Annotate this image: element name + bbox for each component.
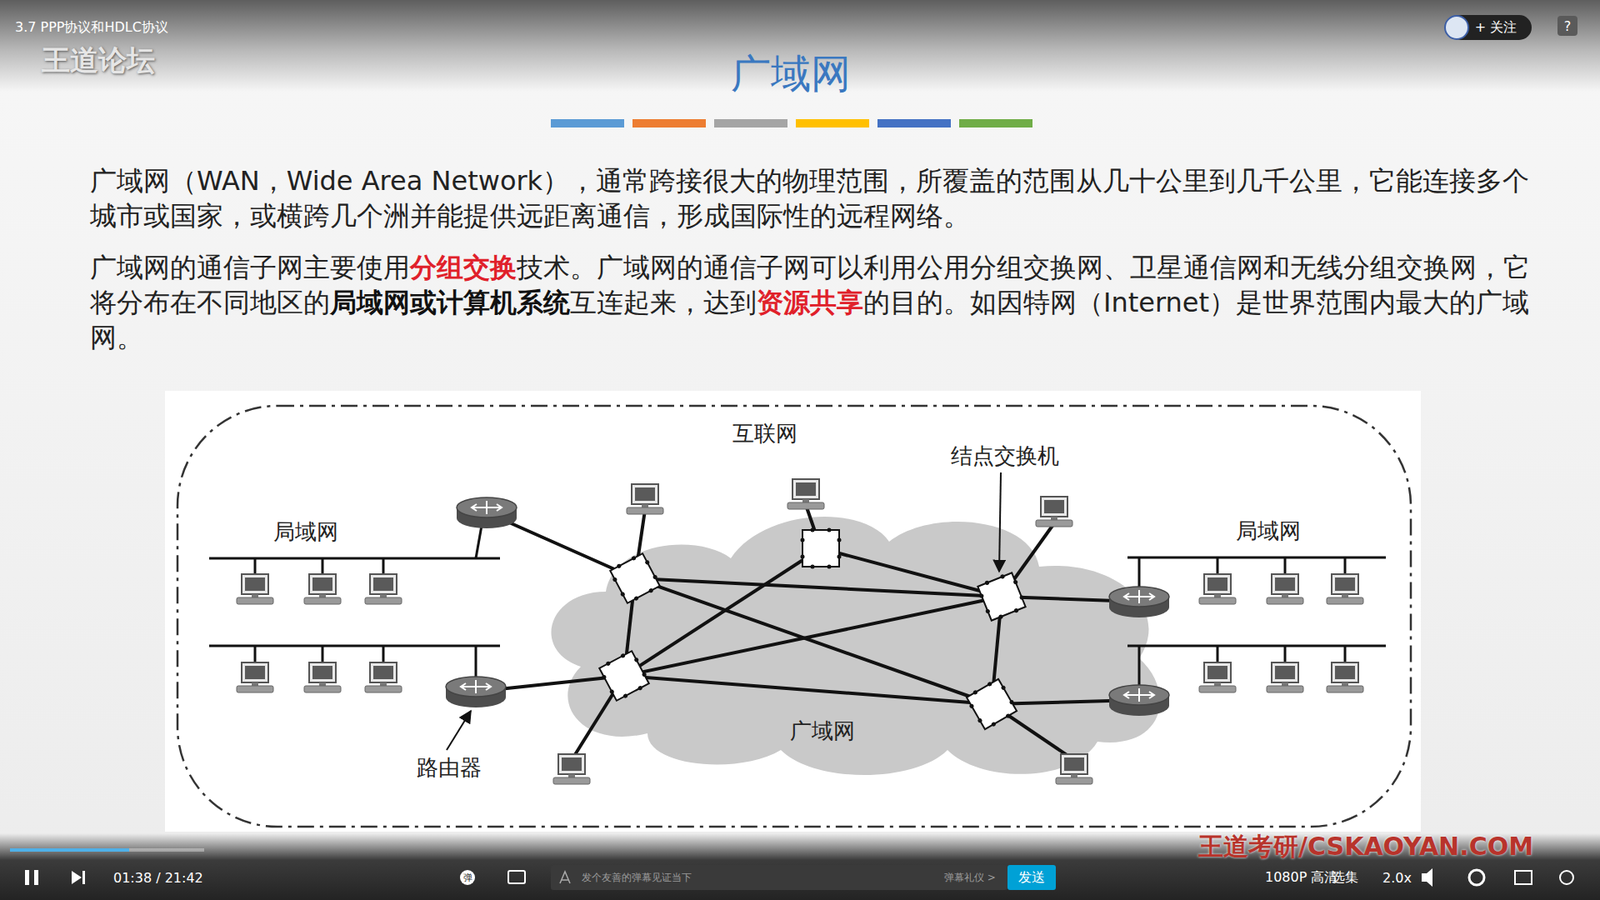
bus bbox=[1127, 556, 1386, 560]
paragraph-text: 广域网的通信子网主要使用 bbox=[90, 251, 410, 284]
computers bbox=[236, 479, 1364, 785]
paragraph: 广域网（WAN，Wide Area Network），通常跨接很大的物理范围，所… bbox=[90, 163, 1532, 234]
bus-drop bbox=[321, 645, 325, 664]
pc-symbol bbox=[1199, 574, 1236, 605]
emphasis-text: 资源共享 bbox=[756, 286, 864, 319]
danmaku-toggle bbox=[460, 870, 475, 885]
help-icon-text: ? bbox=[1564, 18, 1572, 35]
pc-symbol bbox=[626, 484, 664, 515]
input-placeholder: 发个友善的弹幕见证当下 bbox=[581, 870, 692, 885]
router-symbol bbox=[445, 676, 506, 708]
volume-icon bbox=[1421, 868, 1433, 887]
pc-symbol bbox=[553, 754, 590, 785]
watermark: 王道论坛 bbox=[41, 41, 155, 80]
color-bars bbox=[550, 119, 1051, 131]
bus-drop bbox=[1344, 645, 1347, 664]
follow-button: + 关注 bbox=[1475, 19, 1518, 37]
pc-symbol bbox=[787, 479, 825, 510]
danmaku-input bbox=[550, 865, 1008, 890]
bus-drop bbox=[1284, 645, 1287, 664]
paragraph-text: 互连起来，达到 bbox=[570, 286, 757, 319]
video-title: 3.7 PPP协议和HDLC协议 bbox=[15, 19, 169, 37]
pc-symbol bbox=[236, 662, 274, 693]
bar bbox=[550, 119, 625, 128]
danmaku-rules: 弹幕礼仪 > bbox=[944, 870, 996, 885]
switch-symbol bbox=[800, 528, 842, 570]
bar bbox=[877, 119, 951, 128]
cloud-fill bbox=[550, 516, 1160, 775]
danmaku-settings bbox=[508, 870, 525, 884]
pc-symbol bbox=[304, 574, 341, 605]
pc-symbol bbox=[1266, 662, 1304, 693]
pc-symbol bbox=[304, 662, 341, 693]
bus-drop bbox=[1216, 557, 1220, 575]
pc-symbol bbox=[1266, 574, 1304, 605]
bus-drop bbox=[382, 645, 385, 664]
leader-line bbox=[446, 710, 471, 750]
avatar bbox=[1445, 15, 1469, 40]
time-display: 01:38 / 21:42 bbox=[113, 870, 204, 886]
danmaku-icon-text: 弹 bbox=[463, 871, 473, 885]
bar bbox=[959, 119, 1033, 128]
watermark: 王道考研/CSKAOYAN.COM bbox=[1198, 830, 1534, 865]
episodes-label: 选集 bbox=[1331, 869, 1359, 887]
lan-label: 局域网 bbox=[1233, 516, 1304, 546]
progress-played bbox=[10, 848, 130, 852]
pc-symbol bbox=[1326, 574, 1364, 605]
pc-symbol bbox=[1326, 662, 1364, 693]
pc-symbol bbox=[365, 574, 402, 605]
internet-region: 互联网广域网 bbox=[175, 404, 1413, 829]
quality-label: 1080P 高清 bbox=[1265, 869, 1338, 887]
speed-label: 2.0x bbox=[1382, 870, 1412, 886]
bus-drop bbox=[1284, 557, 1287, 575]
callout-label: 结点交换机 bbox=[948, 441, 1062, 471]
send-button bbox=[1007, 865, 1056, 890]
region-border bbox=[177, 405, 1411, 827]
bus-drop bbox=[254, 558, 257, 575]
paragraph: 广域网的通信子网主要使用分组交换技术。广域网的通信子网可以利用公用分组交换网、卫… bbox=[90, 250, 1532, 355]
bus-drop bbox=[382, 558, 385, 575]
pause-icon bbox=[34, 870, 39, 885]
bus-drop bbox=[254, 645, 257, 664]
settings-icon bbox=[1469, 870, 1485, 885]
bar bbox=[714, 119, 788, 128]
bus bbox=[1127, 645, 1386, 648]
bus bbox=[209, 557, 500, 560]
pc-symbol bbox=[1055, 754, 1093, 785]
bus-drop bbox=[321, 558, 325, 575]
region-label: 互联网 bbox=[730, 419, 800, 449]
bus-drop bbox=[1216, 645, 1220, 664]
pc-symbol bbox=[365, 662, 402, 693]
progress-track bbox=[10, 848, 205, 852]
bus bbox=[209, 645, 500, 648]
emphasis-text: 分组交换 bbox=[410, 251, 517, 284]
pause-icon bbox=[25, 870, 30, 885]
lan-label: 局域网 bbox=[270, 517, 341, 547]
bar bbox=[795, 119, 870, 128]
next-icon bbox=[82, 870, 85, 885]
bar bbox=[632, 119, 706, 128]
cloud-label: 广域网 bbox=[787, 716, 858, 746]
help-icon bbox=[1557, 15, 1578, 36]
fullscreen-icon bbox=[1515, 870, 1532, 885]
callout-label: 路由器 bbox=[414, 753, 485, 783]
pc-symbol bbox=[1199, 662, 1236, 693]
slide-title: 广域网 bbox=[730, 47, 851, 101]
router-symbol bbox=[1109, 586, 1170, 618]
send-label: 发送 bbox=[1018, 869, 1045, 887]
bus-drop bbox=[1344, 557, 1347, 575]
emphasis-text: 局域网或计算机系统 bbox=[330, 286, 570, 319]
next-icon bbox=[71, 870, 82, 885]
pc-symbol bbox=[1035, 496, 1073, 527]
more-icon bbox=[1560, 870, 1574, 885]
input-icon bbox=[560, 871, 570, 884]
router-symbol bbox=[1109, 685, 1170, 716]
router-symbol bbox=[456, 497, 517, 529]
pc-symbol bbox=[236, 574, 274, 605]
